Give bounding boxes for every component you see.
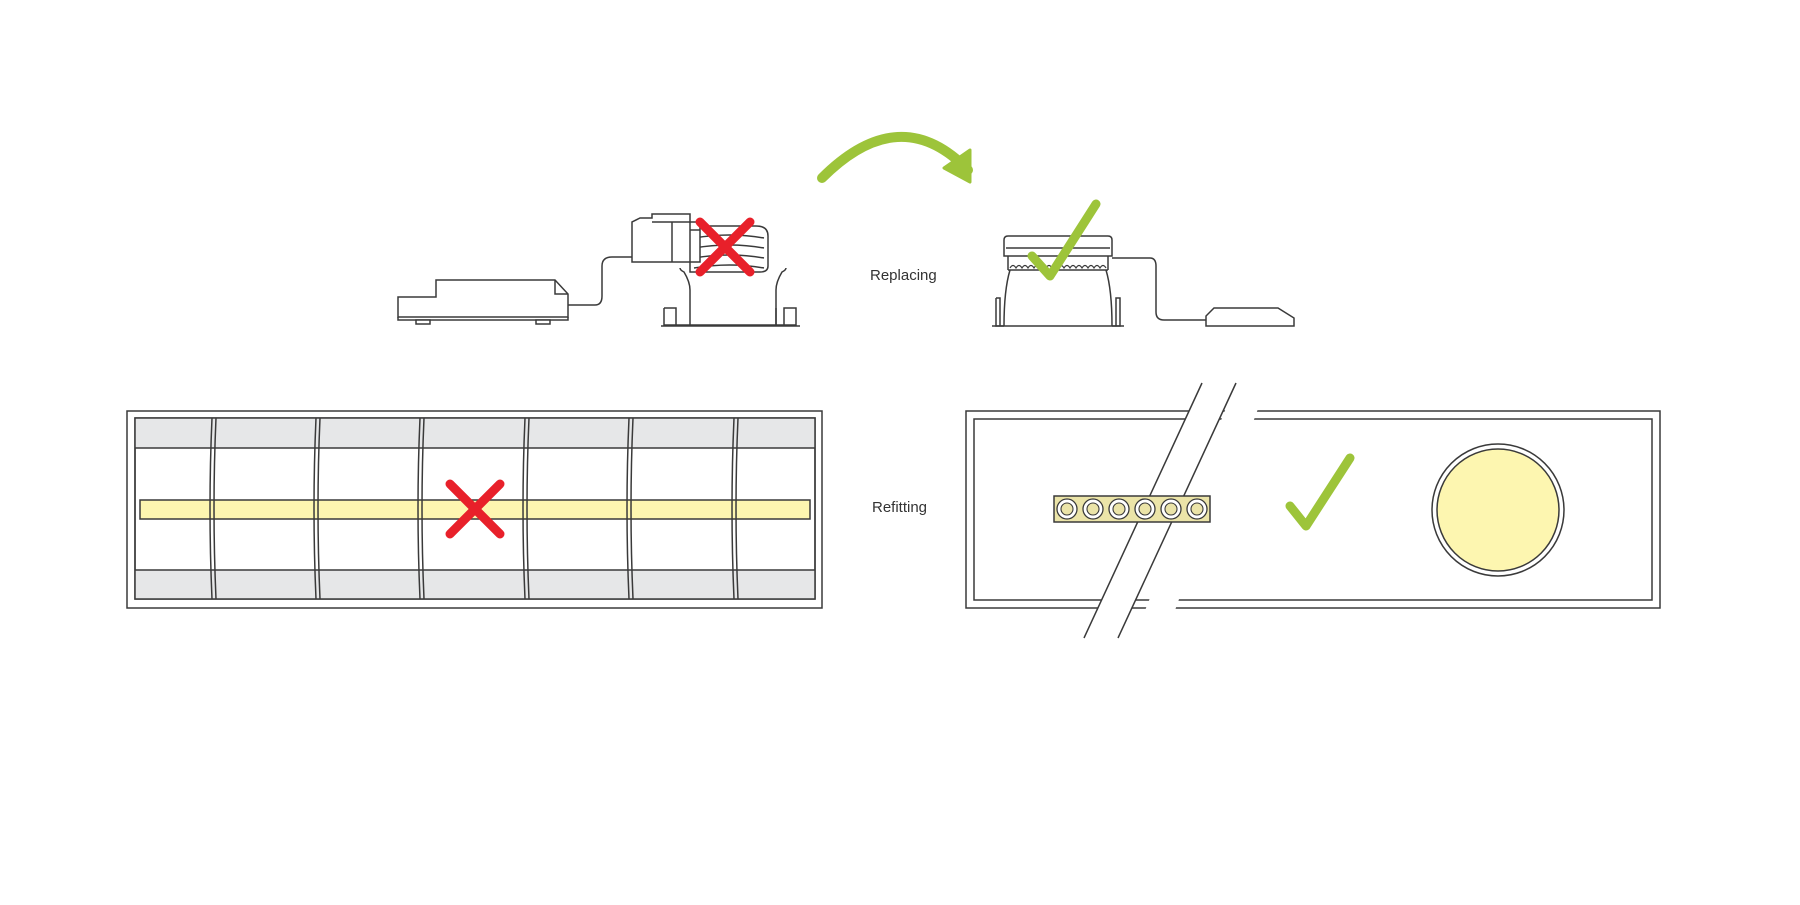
old-fluorescent-luminaire: [126, 410, 823, 609]
round-led-downlight: [1431, 443, 1565, 577]
led-chip: [1164, 502, 1178, 516]
check-mark-icon: [1027, 199, 1101, 281]
led-chip: [1190, 502, 1204, 516]
led-chip: [1086, 502, 1100, 516]
x-mark-icon: [445, 479, 505, 539]
new-cable: [1112, 257, 1206, 321]
refitting-label: Refitting: [872, 499, 928, 516]
old-cable: [568, 256, 632, 306]
new-led-luminaire: [965, 382, 1661, 639]
x-mark-icon: [695, 217, 755, 277]
led-chip: [1060, 502, 1074, 516]
old-driver-box: [397, 279, 569, 325]
replacing-label: Replacing: [870, 267, 937, 284]
led-chip: [1112, 502, 1126, 516]
check-mark-icon: [1285, 453, 1355, 531]
new-downlight-housing: [992, 235, 1124, 327]
led-module-strip: [1053, 495, 1211, 523]
old-downlight-assembly: [397, 213, 800, 327]
new-driver-box: [1205, 307, 1295, 327]
curved-arrow-icon: [817, 132, 973, 184]
new-downlight-assembly: [992, 199, 1295, 327]
led-chip: [1138, 502, 1152, 516]
louvre-blades: [209, 417, 739, 600]
old-downlight-housing: [631, 213, 800, 327]
